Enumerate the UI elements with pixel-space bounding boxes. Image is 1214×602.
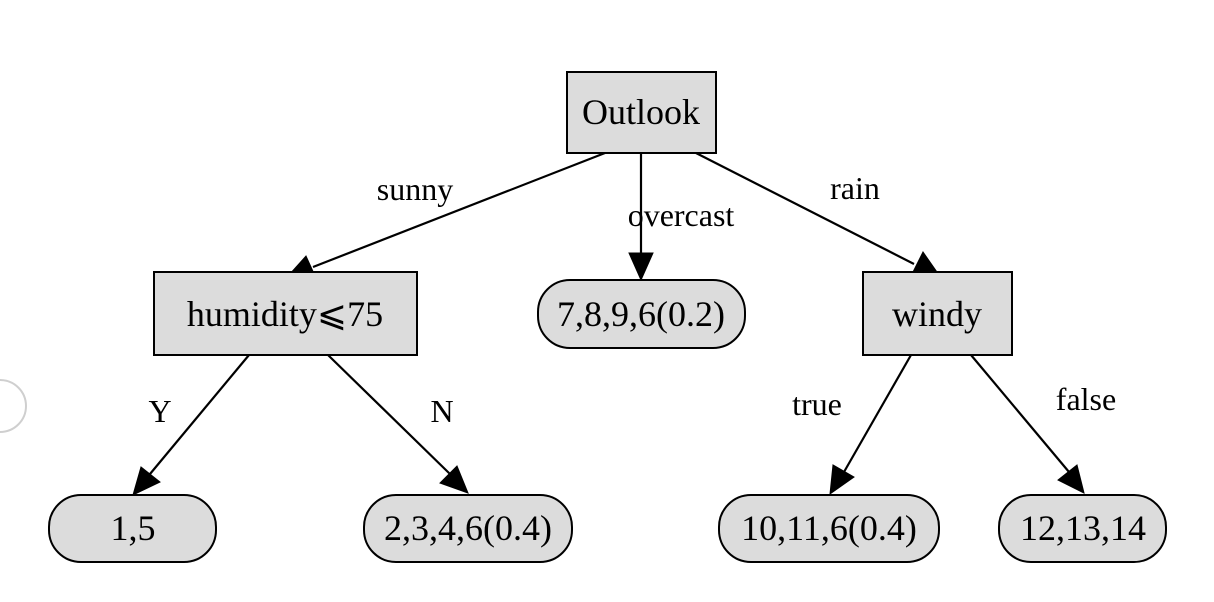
node-leaf-10-11-6: 10,11,6(0.4) xyxy=(718,494,940,563)
node-leaf-2-3-4-6: 2,3,4,6(0.4) xyxy=(363,494,573,563)
edge-label-sunny: sunny xyxy=(377,171,453,207)
node-overcast-leaf: 7,8,9,6(0.2) xyxy=(537,279,746,349)
nodes: Outlook humidity⩽75 7,8,9,6(0.2) windy 1… xyxy=(48,71,1167,563)
edge-label-false: false xyxy=(1056,381,1116,417)
node-label-leaf-1-5: 1,5 xyxy=(111,508,156,548)
node-outlook: Outlook xyxy=(566,71,717,154)
node-label-windy: windy xyxy=(892,294,982,334)
edge-line-y xyxy=(149,354,250,475)
edge-label-rain: rain xyxy=(830,170,880,206)
arrow-head xyxy=(439,465,469,494)
node-windy: windy xyxy=(862,271,1013,356)
node-leaf-12-13-14: 12,13,14 xyxy=(998,494,1167,563)
node-humidity: humidity⩽75 xyxy=(153,271,418,356)
arrow-head xyxy=(132,466,161,496)
node-rounded-box xyxy=(998,494,1167,563)
edge-line-n xyxy=(327,354,451,475)
edge-true: true xyxy=(792,354,912,496)
node-label-leaf-10-11-6: 10,11,6(0.4) xyxy=(741,508,917,548)
node-box xyxy=(566,71,717,154)
arrow-head xyxy=(829,464,855,496)
node-box xyxy=(862,271,1013,356)
edge-line-false xyxy=(970,354,1070,473)
edge-sunny: sunny xyxy=(287,151,606,279)
node-leaf-1-5: 1,5 xyxy=(48,494,217,563)
node-label-leaf-12-13-14: 12,13,14 xyxy=(1020,508,1146,548)
edge-label-overcast: overcast xyxy=(628,197,735,233)
node-box xyxy=(153,271,418,356)
edge-label-y: Y xyxy=(148,393,171,429)
edge-y: Y xyxy=(132,354,250,496)
edge-line-true xyxy=(843,354,912,473)
edges: sunny overcast rain Y N t xyxy=(132,151,1116,496)
edge-label-n: N xyxy=(430,393,453,429)
node-label-overcast-leaf: 7,8,9,6(0.2) xyxy=(557,294,725,334)
node-label-leaf-2-3-4-6: 2,3,4,6(0.4) xyxy=(384,508,552,548)
edge-false: false xyxy=(970,354,1116,494)
edge-line-rain xyxy=(695,152,915,265)
edge-rain: rain xyxy=(695,152,940,276)
edge-overcast: overcast xyxy=(628,153,735,282)
node-rounded-box xyxy=(718,494,940,563)
edge-label-true: true xyxy=(792,386,842,422)
node-label-outlook: Outlook xyxy=(582,92,700,132)
edge-line-sunny xyxy=(312,151,606,269)
edge-n: N xyxy=(327,354,469,494)
node-rounded-box xyxy=(48,494,217,563)
node-label-humidity: humidity⩽75 xyxy=(187,294,383,334)
edge-circle-decoration xyxy=(0,379,27,433)
arrow-head xyxy=(1057,464,1085,494)
node-rounded-box xyxy=(537,279,746,349)
arrow-head xyxy=(628,252,654,282)
node-rounded-box xyxy=(363,494,573,563)
